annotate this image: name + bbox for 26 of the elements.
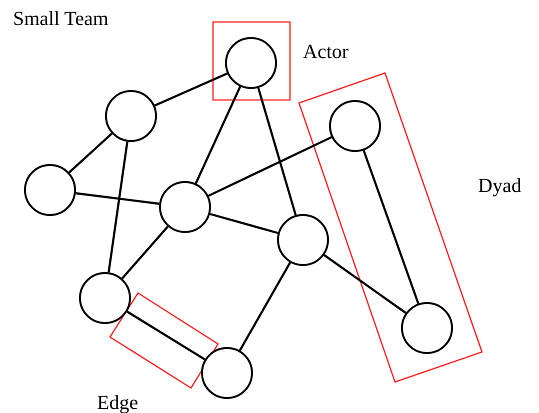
- annotation-label: Actor: [303, 42, 349, 62]
- edge-line: [324, 254, 406, 314]
- circle-node: [159, 181, 211, 233]
- annotation-label: Dyad: [478, 176, 522, 196]
- annotation-label: Small Team: [13, 9, 108, 29]
- circle-node: [24, 164, 76, 216]
- edge-line: [108, 142, 128, 272]
- circle-node: [225, 37, 277, 89]
- edge-line: [362, 150, 420, 304]
- edge-line: [68, 132, 113, 174]
- circle-node: [201, 347, 253, 399]
- circle-node: [105, 90, 157, 142]
- edge-line: [210, 212, 278, 234]
- edge-line: [238, 262, 292, 351]
- circle-node: [401, 302, 453, 354]
- edge-line: [121, 226, 169, 280]
- edge-line: [76, 192, 160, 205]
- edge-line: [126, 310, 206, 360]
- edge-line: [257, 88, 297, 216]
- circle-node: [277, 214, 329, 266]
- annotation-label: Edge: [97, 393, 138, 413]
- circle-node: [79, 272, 131, 324]
- circle-node: [329, 100, 381, 152]
- edge-line: [194, 86, 242, 184]
- edge-line: [208, 136, 332, 197]
- edge-line: [154, 72, 228, 106]
